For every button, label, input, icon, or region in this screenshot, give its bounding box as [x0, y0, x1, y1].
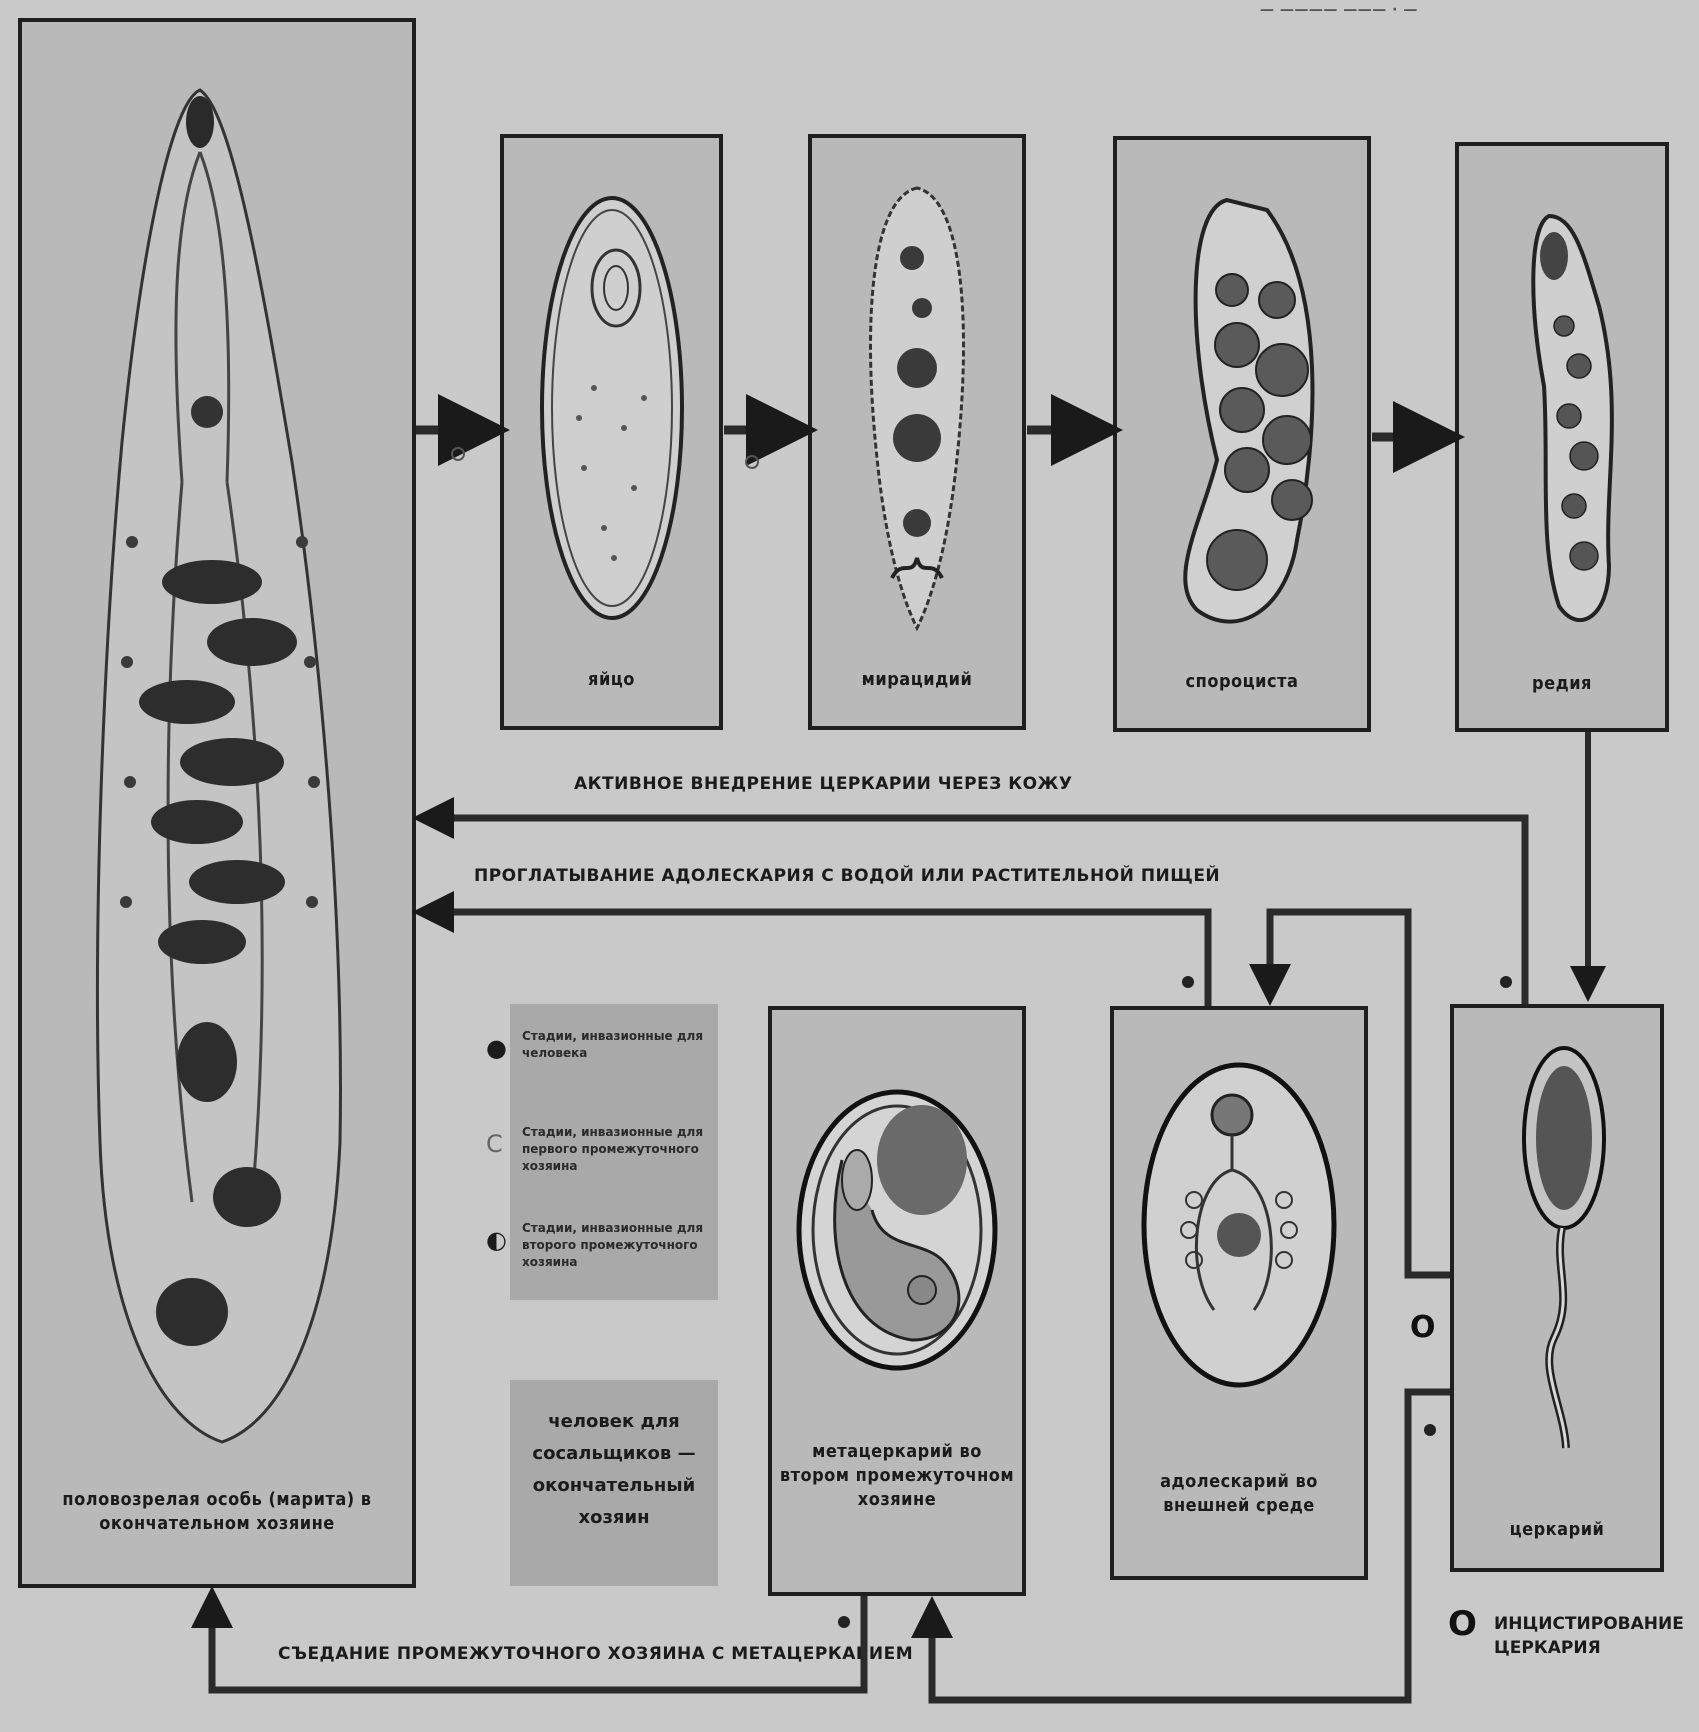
legend-text: Стадии, инвазионные для первого промежут…	[522, 1124, 710, 1175]
egg-label: яйцо	[510, 668, 713, 692]
route-skin-label: АКТИВНОЕ ВНЕДРЕНИЕ ЦЕРКАРИИ ЧЕРЕЗ КОЖУ	[574, 774, 1072, 794]
redia-illustration	[1459, 146, 1665, 666]
encystment-note: ИНЦИСТИРОВАНИЕ ЦЕРКАРИЯ	[1494, 1612, 1664, 1660]
metacercaria-illustration	[772, 1010, 1022, 1440]
encystment-marker-icon: O	[1410, 1310, 1436, 1345]
metacercaria-panel: метацеркарий во втором промежуточном хоз…	[768, 1006, 1026, 1596]
miracidium-label: мирацидий	[818, 668, 1016, 692]
adult-fluke-illustration	[22, 22, 412, 1482]
sporocyst-illustration	[1117, 140, 1367, 670]
host-note-text: человек для сосальщиков — окончательный …	[510, 1380, 718, 1534]
adolescaria-label: адолескарий во внешней среде	[1120, 1470, 1358, 1518]
legend: ● Стадии, инвазионные для человека C Ста…	[510, 1004, 718, 1300]
sporocyst-panel: спороциста	[1113, 136, 1371, 732]
host-note: человек для сосальщиков — окончательный …	[510, 1380, 718, 1586]
adolescaria-illustration	[1114, 1010, 1364, 1420]
adolescaria-panel: адолескарий во внешней среде	[1110, 1006, 1368, 1580]
arrow-eat-route	[212, 1596, 864, 1690]
route-swallow-label: ПРОГЛАТЫВАНИЕ АДОЛЕСКАРИЯ С ВОДОЙ ИЛИ РА…	[474, 866, 1220, 886]
redia-panel: редия	[1455, 142, 1669, 732]
encystment-o-icon: O	[1448, 1604, 1477, 1644]
egg-panel: яйцо	[500, 134, 723, 730]
cercaria-label: церкарий	[1460, 1518, 1654, 1542]
filled-circle-icon: ●	[486, 1034, 507, 1062]
adult-fluke-label: половозрелая особь (марита) в окончатель…	[28, 1488, 406, 1536]
miracidium-panel: мирацидий	[808, 134, 1026, 730]
open-c-icon: C	[486, 1130, 503, 1158]
route-eat-label: СЪЕДАНИЕ ПРОМЕЖУТОЧНОГО ХОЗЯИНА С МЕТАЦЕ…	[278, 1644, 913, 1664]
cercaria-illustration	[1454, 1008, 1660, 1468]
legend-text: Стадии, инвазионные для второго промежут…	[522, 1220, 710, 1271]
arrow-skin-route	[426, 818, 1525, 1004]
cercaria-panel: церкарий	[1450, 1004, 1664, 1572]
miracidium-illustration	[812, 138, 1022, 668]
redia-label: редия	[1465, 672, 1659, 696]
header-fragment: — ———— ——— · —	[1260, 2, 1418, 18]
adult-fluke-panel: половозрелая особь (марита) в окончатель…	[18, 18, 416, 1588]
sporocyst-label: спороциста	[1123, 670, 1361, 694]
egg-illustration	[504, 138, 719, 668]
metacercaria-label: метацеркарий во втором промежуточном хоз…	[778, 1440, 1016, 1512]
legend-text: Стадии, инвазионные для человека	[522, 1028, 710, 1062]
half-circle-icon: ◐	[486, 1226, 507, 1254]
arrow-swallow-route	[426, 912, 1208, 1006]
